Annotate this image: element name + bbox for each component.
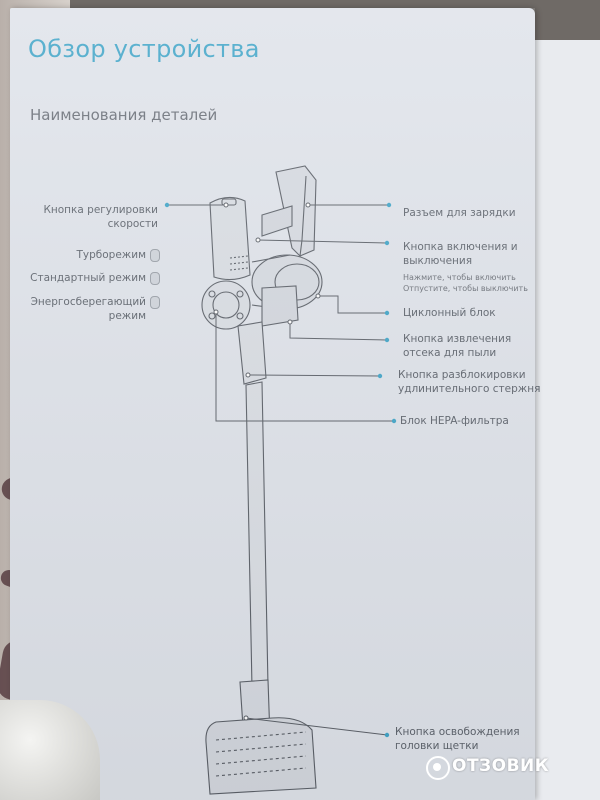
- page-title: Обзор устройства: [28, 35, 260, 63]
- eco-indicator-icon: [150, 296, 160, 309]
- manual-page: [10, 8, 535, 800]
- turbo-indicator-icon: [150, 249, 160, 262]
- label-turbo-mode: Турборежим: [76, 249, 146, 261]
- label-power-button: Кнопка включения и выключения: [403, 241, 518, 267]
- label-cyclone-block: Циклонный блок: [403, 307, 496, 319]
- label-standard-mode: Стандартный режим: [30, 272, 146, 284]
- label-charging-port: Разъем для зарядки: [403, 207, 516, 219]
- label-brush-release: Кнопка освобождения головки щетки: [395, 726, 520, 752]
- standard-indicator-icon: [150, 272, 160, 285]
- label-eco-mode: Энергосберегающий режим: [30, 296, 146, 322]
- watermark-text: ОТЗОВИК: [452, 756, 550, 776]
- next-page-edge: [530, 40, 600, 800]
- section-subtitle: Наименования деталей: [30, 106, 218, 124]
- label-rod-release: Кнопка разблокировки удлинительного стер…: [398, 369, 541, 395]
- otzovik-logo-icon: [426, 756, 450, 780]
- label-speed-button: Кнопка регулировки скорости: [43, 204, 158, 230]
- label-dust-bin-release: Кнопка извлечения отсека для пыли: [403, 333, 512, 359]
- label-hepa-filter: Блок HEPA-фильтра: [400, 415, 509, 427]
- label-power-note: Нажмите, чтобы включить Отпустите, чтобы…: [403, 273, 528, 293]
